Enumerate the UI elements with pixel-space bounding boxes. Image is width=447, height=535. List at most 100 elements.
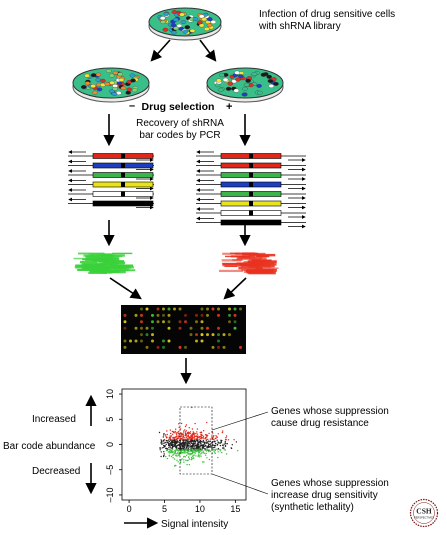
plot-point — [195, 455, 197, 457]
plot-point — [185, 452, 187, 454]
plot-point — [177, 453, 179, 455]
dish-cell — [80, 85, 87, 89]
dish-cell — [238, 74, 244, 79]
plot-point — [187, 439, 189, 441]
plot-point — [207, 442, 209, 444]
plot-point — [204, 454, 207, 456]
array-spot — [162, 307, 165, 311]
plot-point — [224, 449, 226, 451]
dish-cell — [251, 72, 258, 76]
barcode-tag — [249, 220, 253, 225]
smear-band — [235, 252, 254, 255]
plot-point — [193, 441, 196, 443]
barcode-tag — [121, 191, 125, 197]
plot-point — [200, 442, 202, 444]
plot-point — [180, 450, 182, 453]
dish-cell — [90, 73, 97, 78]
array-spot — [123, 313, 127, 317]
smear-band — [117, 265, 130, 269]
plot-point — [183, 432, 185, 434]
plot-point — [213, 444, 215, 447]
plot-point — [223, 447, 225, 449]
plot-point — [212, 444, 214, 446]
plot-point — [206, 421, 208, 424]
dish-cell — [266, 74, 272, 79]
plot-point — [193, 446, 195, 448]
plot-point — [184, 434, 186, 437]
plot-point — [166, 440, 168, 442]
plot-point — [205, 450, 208, 452]
plot-point — [172, 441, 174, 444]
array-spot — [178, 345, 182, 349]
dish-cell — [245, 78, 251, 83]
plot-point — [200, 450, 202, 452]
dish-cell — [201, 17, 208, 22]
plot-point — [187, 431, 190, 434]
plot-point — [197, 454, 200, 456]
smear-band — [238, 267, 263, 270]
plot-point — [187, 441, 189, 443]
plot-point — [168, 436, 170, 439]
plot-point — [172, 439, 174, 442]
plot-point — [169, 442, 172, 444]
smear-band — [255, 267, 279, 269]
plot-point — [167, 442, 170, 444]
smear-band — [103, 270, 126, 274]
plot-point — [195, 432, 197, 435]
plot-point — [178, 426, 180, 429]
dish-cell — [189, 28, 196, 33]
plot-point — [188, 450, 190, 452]
plot-point — [194, 452, 196, 454]
plot-point — [166, 430, 168, 432]
array-spot — [145, 333, 149, 337]
plot-point — [172, 438, 175, 440]
y-tick-label: 0 — [105, 442, 115, 447]
smear-band — [101, 254, 125, 257]
smear-band — [93, 257, 117, 259]
plot-point — [212, 437, 214, 439]
plot-point — [172, 454, 174, 456]
array-spot — [211, 307, 215, 311]
dish-cell — [180, 20, 187, 24]
array-spot — [195, 333, 198, 337]
resistance-annotation-line2: cause drug resistance — [271, 418, 369, 429]
plot-point — [201, 448, 203, 450]
plot-point — [160, 439, 162, 441]
smear-band — [91, 270, 101, 273]
plot-point — [168, 450, 171, 453]
plot-point — [213, 450, 215, 452]
increased-label: Increased — [32, 414, 76, 425]
plot-point — [184, 442, 187, 444]
smear-band — [88, 253, 114, 256]
plot-point — [170, 444, 172, 447]
plot-point — [181, 458, 183, 460]
plot-point — [160, 451, 162, 453]
plot-point — [185, 454, 188, 457]
plot-point — [223, 449, 225, 451]
plot-point — [199, 446, 201, 448]
plot-point — [194, 447, 197, 449]
array-spot — [134, 339, 138, 343]
plot-point — [212, 447, 214, 449]
plot-point — [218, 442, 220, 444]
dish-cell — [225, 86, 232, 91]
logo-subtext: PERSPECTIVES — [414, 516, 434, 520]
plot-point — [205, 444, 207, 446]
plot-point — [181, 448, 184, 451]
plot-point — [163, 451, 165, 453]
x-tick-label: 5 — [162, 504, 167, 514]
smear-band — [95, 254, 113, 257]
plot-point — [180, 447, 182, 450]
plot-point — [180, 432, 182, 434]
dish-cell — [112, 86, 118, 91]
smear-band — [112, 269, 136, 272]
plot-point — [207, 438, 209, 440]
smear-band — [236, 257, 258, 260]
dish-cell — [217, 87, 224, 92]
plot-point — [192, 455, 194, 458]
plot-point — [177, 461, 179, 463]
smear-band — [99, 268, 109, 271]
dish-cell — [163, 12, 170, 17]
plot-point — [203, 441, 205, 443]
y-tick-label: –10 — [105, 487, 115, 502]
